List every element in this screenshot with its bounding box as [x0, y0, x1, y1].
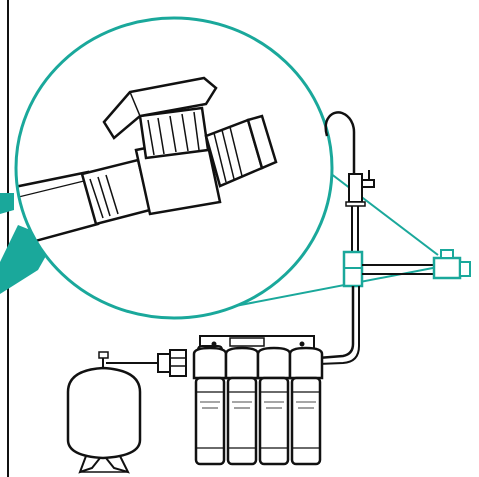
zoom-circle-outline	[14, 16, 334, 320]
teal-arrow-top	[0, 193, 14, 214]
filter-cartridge-2	[224, 346, 260, 466]
filter-cartridge-4	[288, 346, 324, 466]
filter-cartridge-3	[256, 346, 292, 466]
supply-pipe	[317, 286, 355, 360]
storage-tank	[66, 351, 142, 474]
filter-cartridges	[192, 345, 324, 466]
faucet	[324, 111, 375, 252]
tank-connector-2	[169, 349, 187, 377]
tank-connector	[157, 353, 171, 373]
filter-cartridge-1	[192, 345, 228, 466]
tee-connector	[342, 249, 471, 288]
supply-pipe-outline	[317, 286, 360, 365]
ball-valve-zoom	[16, 18, 332, 318]
